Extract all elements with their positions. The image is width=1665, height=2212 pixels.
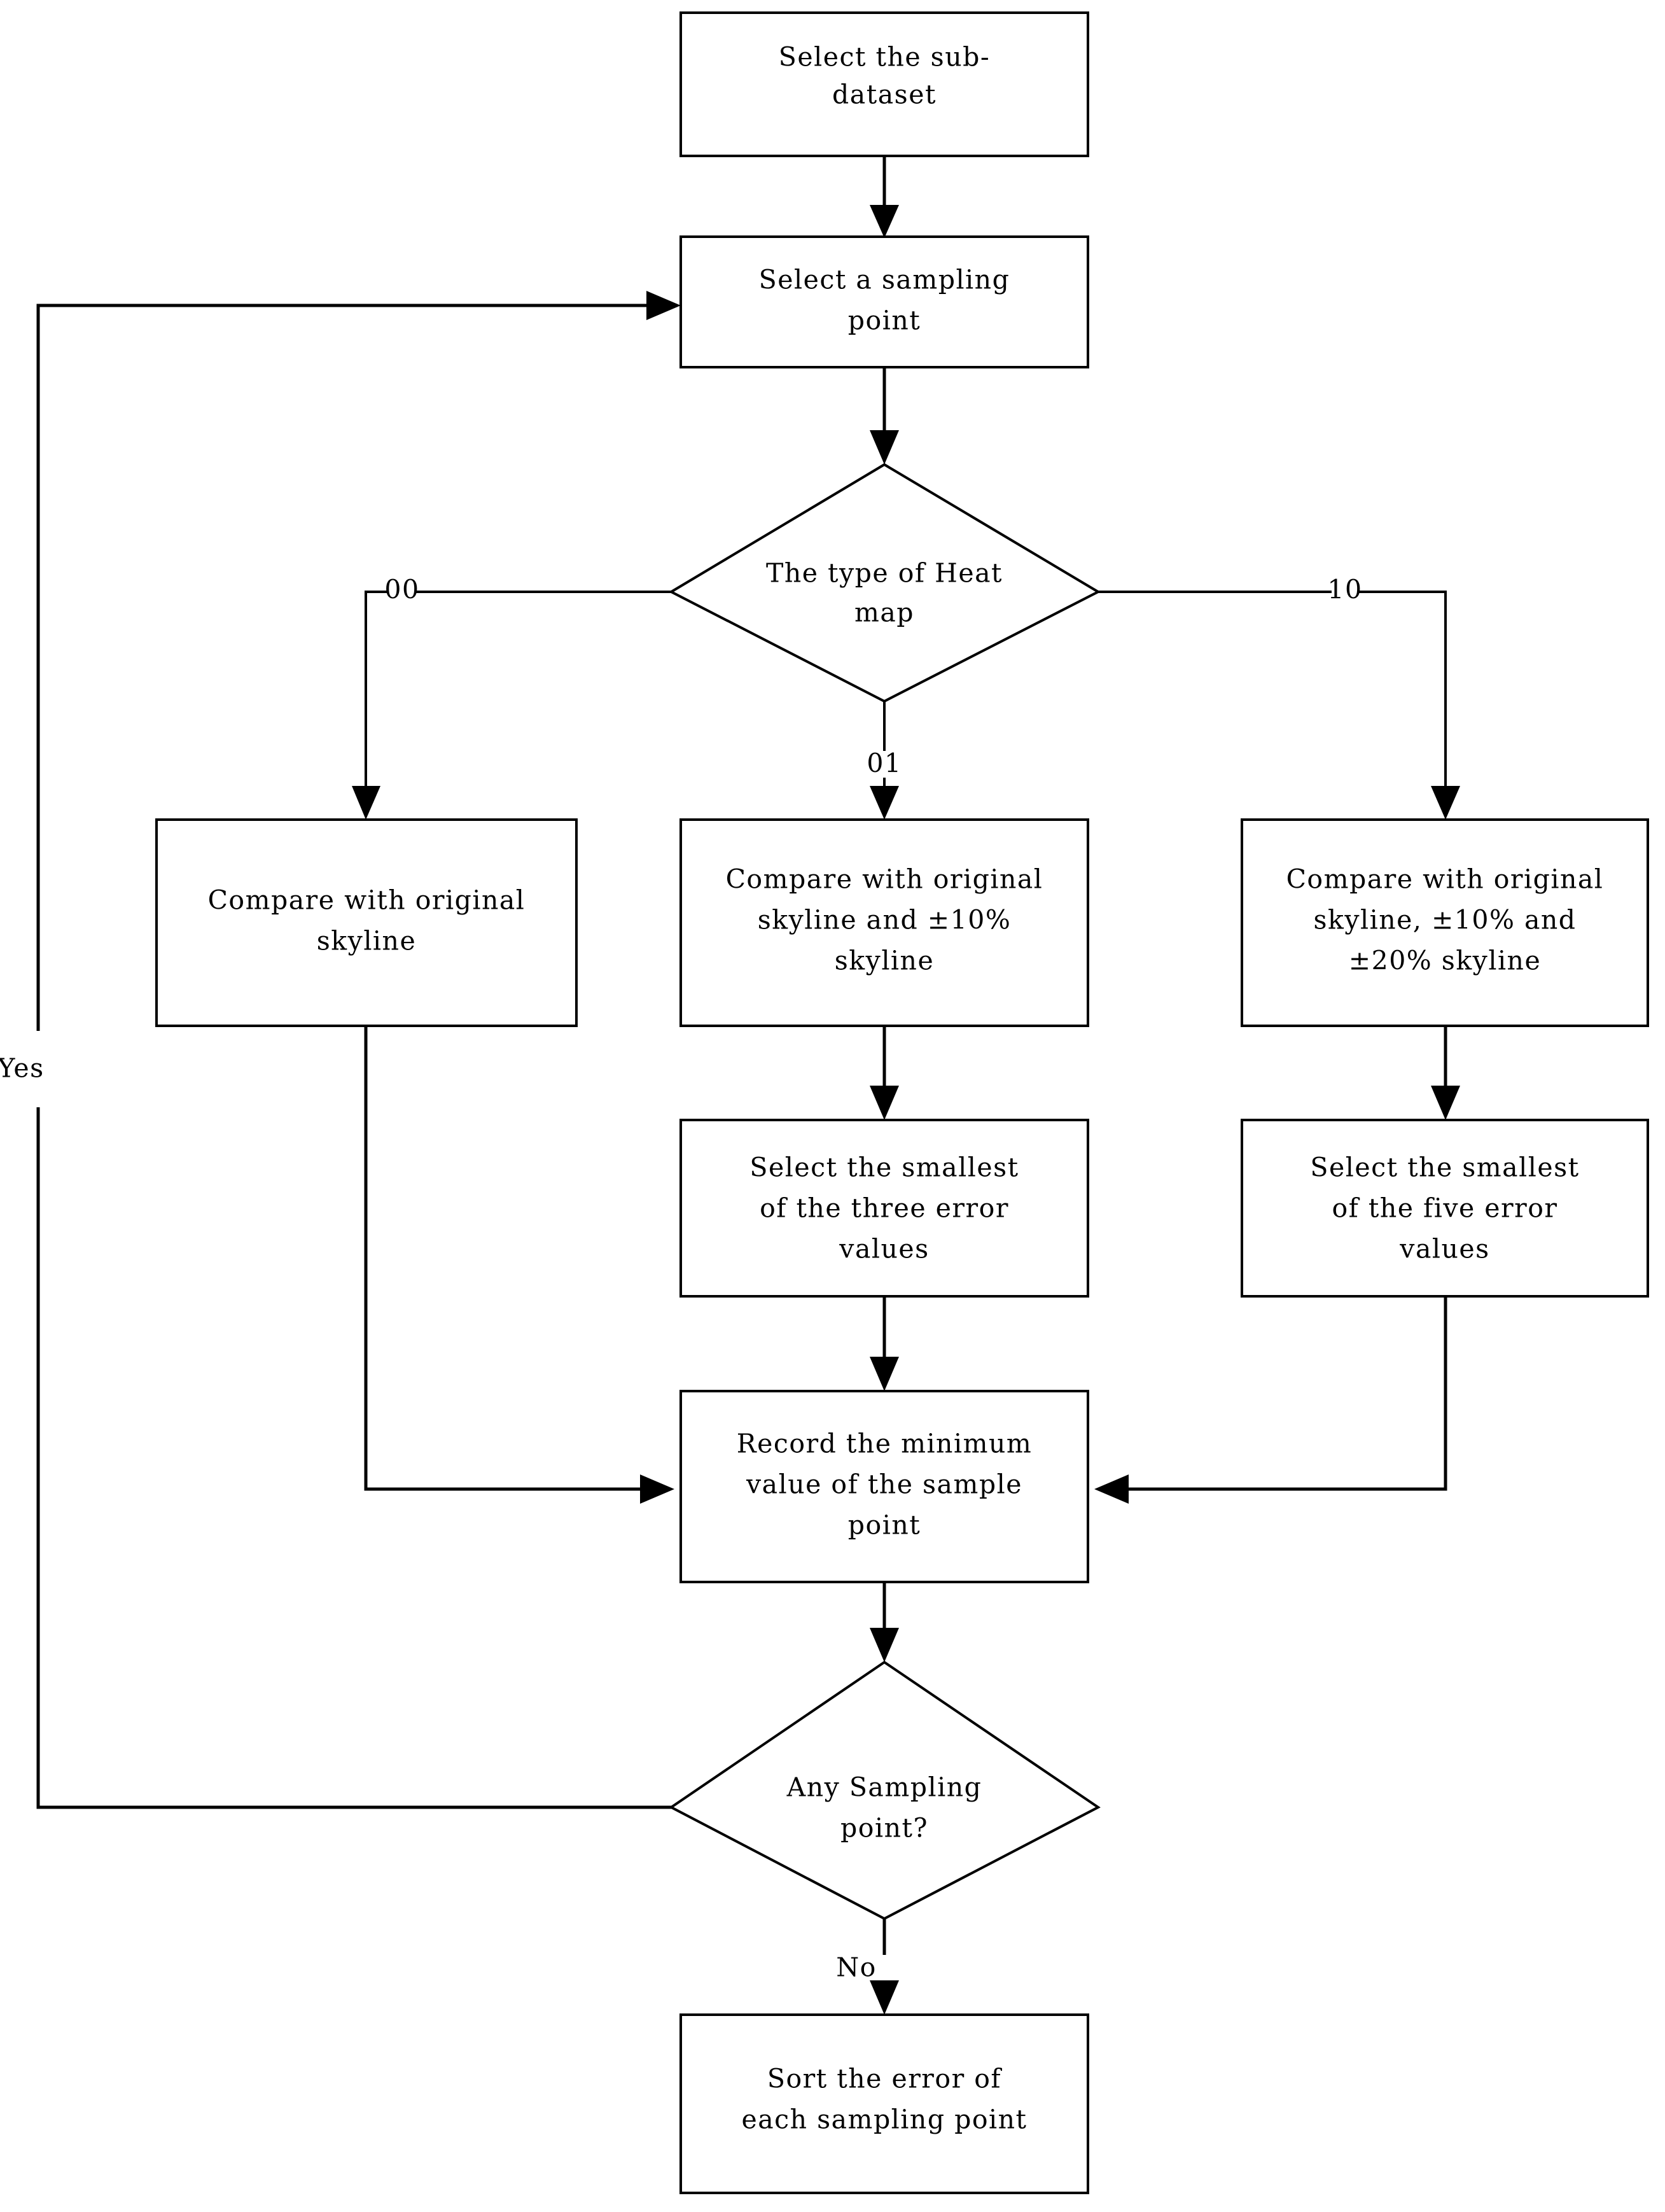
edge-branch-00 <box>352 591 671 820</box>
edge-label-exit-no: No <box>836 1952 877 1983</box>
node-compare-original-10-20-skyline[interactable]: Compare with original skyline, ±10% and … <box>1241 818 1649 1027</box>
node-compare-original-skyline-line-2: skyline <box>317 926 416 956</box>
node-compare-original-10-skyline-line-2: skyline and ±10% <box>758 905 1012 935</box>
node-select-sampling-point-line-1: Select a sampling <box>759 265 1010 295</box>
node-heat-map-type-line-1: The type of Heat <box>766 558 1003 589</box>
edge-smallestfive-to-record <box>1094 1296 1447 1504</box>
node-any-sampling-point-line-1: Any Sampling <box>786 1772 982 1803</box>
node-sort-error[interactable]: Sort the error of each sampling point <box>679 2013 1089 2194</box>
node-select-smallest-three-line-3: values <box>839 1234 929 1264</box>
node-select-smallest-five-line-2: of the five error <box>1332 1193 1557 1224</box>
node-record-minimum-value-line-3: point <box>848 1510 921 1541</box>
node-sort-error-line-2: each sampling point <box>741 2104 1027 2135</box>
node-heat-map-type[interactable]: The type of Heat map <box>668 463 1101 703</box>
node-select-sampling-point[interactable]: Select a sampling point <box>679 235 1089 368</box>
node-any-sampling-point-line-2: point? <box>840 1813 928 1844</box>
node-compare-original-skyline[interactable]: Compare with original skyline <box>155 818 578 1027</box>
edge-label-branch-00: 00 <box>384 575 419 605</box>
edge-samplingpoint-to-heatmaptype <box>870 366 899 465</box>
node-select-smallest-five-line-1: Select the smallest <box>1310 1152 1579 1183</box>
edge-label-branch-10: 10 <box>1327 575 1362 605</box>
node-select-smallest-five-line-3: values <box>1399 1234 1489 1264</box>
node-select-sub-dataset[interactable]: Select the sub- dataset <box>679 11 1089 157</box>
node-compare-original-10-skyline-line-1: Compare with original <box>726 864 1043 895</box>
node-heat-map-type-line-2: map <box>854 598 914 628</box>
edge-compareoriginal-to-record <box>364 1026 674 1504</box>
edge-compare1020-to-smallestfive <box>1431 1026 1460 1120</box>
edge-smallestthree-to-record <box>870 1296 899 1391</box>
edge-exit-no <box>870 1919 899 2015</box>
node-record-minimum-value-line-2: value of the sample <box>746 1469 1022 1500</box>
node-compare-original-skyline-line-1: Compare with original <box>208 885 526 916</box>
node-compare-original-10-20-skyline-line-2: skyline, ±10% and <box>1313 905 1576 935</box>
edge-loop-yes <box>36 291 681 1809</box>
node-sort-error-line-1: Sort the error of <box>767 2064 1003 2094</box>
edge-label-branch-01: 01 <box>867 748 902 779</box>
node-select-smallest-three-line-2: of the three error <box>760 1193 1009 1224</box>
node-record-minimum-value[interactable]: Record the minimum value of the sample p… <box>679 1390 1089 1583</box>
node-any-sampling-point[interactable]: Any Sampling point? <box>669 1660 1101 1921</box>
node-select-smallest-five[interactable]: Select the smallest of the five error va… <box>1241 1119 1649 1298</box>
node-select-smallest-three[interactable]: Select the smallest of the three error v… <box>679 1119 1089 1298</box>
node-select-sub-dataset-line-2: dataset <box>832 80 937 110</box>
edge-record-to-anysampling <box>870 1582 899 1662</box>
edge-label-loop-yes: Yes <box>0 1053 45 1084</box>
node-select-sampling-point-line-2: point <box>848 305 921 336</box>
node-record-minimum-value-line-1: Record the minimum <box>737 1429 1033 1459</box>
edge-compare10-to-smallestthree <box>870 1026 899 1120</box>
node-compare-original-10-20-skyline-line-1: Compare with original <box>1286 864 1604 895</box>
node-compare-original-10-skyline-line-3: skyline <box>835 946 934 976</box>
edge-branch-10 <box>1098 591 1460 820</box>
edge-subdataset-to-samplingpoint <box>870 156 899 238</box>
node-select-smallest-three-line-1: Select the smallest <box>749 1152 1019 1183</box>
edge-branch-01 <box>870 701 899 820</box>
node-compare-original-10-20-skyline-line-3: ±20% skyline <box>1349 946 1541 976</box>
node-select-sub-dataset-line-1: Select the sub- <box>779 42 990 73</box>
node-compare-original-10-skyline[interactable]: Compare with original skyline and ±10% s… <box>679 818 1089 1027</box>
